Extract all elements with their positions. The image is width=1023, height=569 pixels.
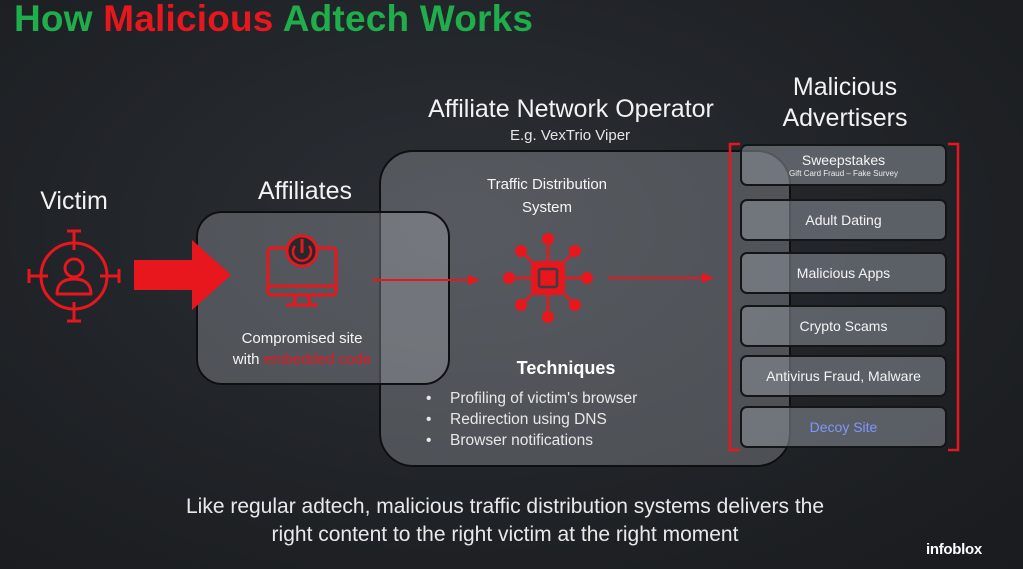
victim-target-icon: [27, 229, 121, 323]
arrow-right-icon: [134, 240, 231, 310]
advertiser-malicious-apps: Malicious Apps: [740, 252, 947, 294]
tds-label: Traffic Distribution System: [486, 176, 608, 216]
advertiser-adult-dating: Adult Dating: [740, 199, 947, 241]
technique-item: Browser notifications: [426, 430, 726, 451]
affiliates-box: [196, 211, 450, 385]
advertiser-antivirus-fraud: Antivirus Fraud, Malware: [740, 355, 947, 397]
techniques-title: Techniques: [516, 358, 616, 378]
footer-caption: Like regular adtech, malicious traffic d…: [185, 495, 825, 546]
caption-line1: Compromised site: [241, 330, 363, 347]
infoblox-logo: infoblox: [926, 541, 982, 558]
advertisers-title-line2: Advertisers: [782, 104, 908, 132]
arrow-to-advertisers: [608, 273, 714, 283]
victim-label: Victim: [40, 187, 108, 215]
compromised-site-icon: [266, 234, 338, 307]
techniques-section: Techniques Profiling of victim's browser…: [426, 358, 726, 451]
technique-item: Redirection using DNS: [426, 409, 726, 430]
advertisers-bracket: [728, 142, 960, 452]
arrow-to-tds: [372, 275, 480, 285]
operator-subtitle: E.g. VexTrio Viper: [509, 127, 631, 144]
advertiser-sweepstakes: Sweepstakes Gift Card Fraud – Fake Surve…: [740, 144, 947, 186]
advertiser-decoy-site: Decoy Site: [740, 406, 947, 448]
traffic-distribution-icon: [503, 233, 593, 323]
slide-title: How Malicious Adtech Works: [14, 0, 534, 39]
techniques-list: Profiling of victim's browser Redirectio…: [426, 388, 726, 451]
operator-title: Affiliate Network Operator: [428, 95, 714, 123]
affiliates-label: Affiliates: [257, 177, 353, 205]
caption-line2: with embedded code: [232, 351, 372, 368]
advertiser-crypto-scams: Crypto Scams: [740, 305, 947, 347]
affiliates-caption: Compromised site with embedded code: [202, 328, 402, 370]
embedded-code-text: embedded code: [263, 351, 372, 368]
technique-item: Profiling of victim's browser: [426, 388, 726, 409]
advertisers-title-line1: Malicious: [792, 73, 898, 101]
